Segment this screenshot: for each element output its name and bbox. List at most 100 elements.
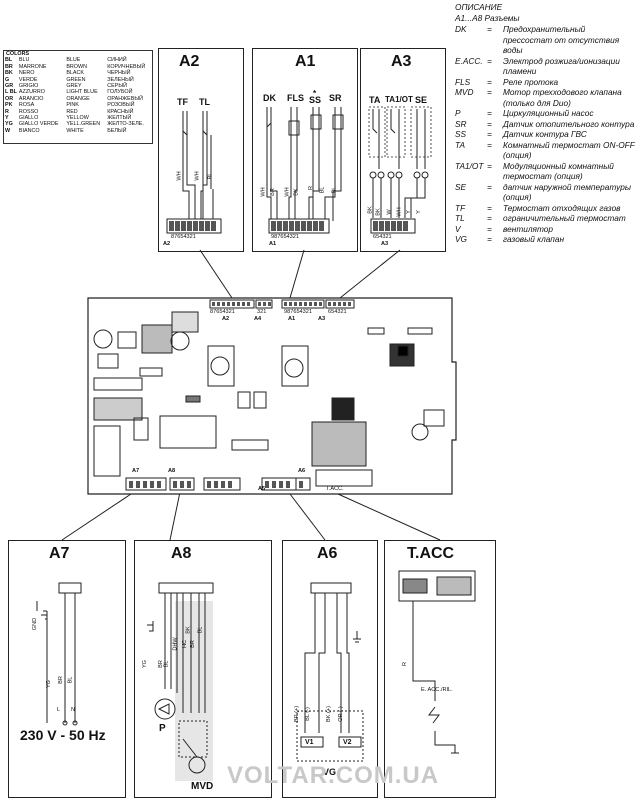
box-a2-title: A2 bbox=[179, 53, 200, 70]
box-a7-title: A7 bbox=[49, 545, 70, 562]
legend-item: SE=датчик наружной температуры (опция) bbox=[455, 182, 635, 203]
color-cell: Y bbox=[5, 115, 9, 122]
a6-wire-brp: BR (+) bbox=[294, 705, 301, 723]
a1-tag: A1 bbox=[269, 241, 277, 247]
board-label-tacc: T.ACC. bbox=[326, 486, 344, 492]
color-cell: ОРАНЖЕВЫЙ bbox=[107, 95, 143, 102]
legend-eq: = bbox=[487, 76, 492, 87]
a8-wire-hc: HC bbox=[182, 639, 189, 649]
color-cell: ORANGE bbox=[66, 95, 90, 102]
color-cell: ЖЕЛТО-ЗЕЛЕ. bbox=[107, 121, 144, 128]
board-label-a6: A6 bbox=[298, 468, 306, 474]
label-ta: TA bbox=[369, 95, 381, 105]
box-a3-title: A3 bbox=[391, 53, 412, 70]
a8-wire-yg: YG bbox=[142, 659, 149, 669]
a8-wiring bbox=[147, 582, 214, 781]
legend-desc: Датчик отопительного контура bbox=[503, 118, 635, 129]
board-pins-a1: 987654321 bbox=[284, 309, 312, 315]
legend-subtitle: A1...A8 Разъемы bbox=[455, 13, 520, 23]
color-cell: ROSSO bbox=[18, 108, 39, 115]
a8-wire-bl2: BL bbox=[197, 626, 204, 634]
a7-term-l: L bbox=[57, 707, 61, 713]
color-cell: BLU bbox=[18, 57, 30, 64]
label-tl: TL bbox=[199, 97, 210, 107]
color-cell: BIANCO bbox=[18, 127, 40, 134]
box-a2: A2 TF TL WH WH BL 87654321 A2 bbox=[158, 48, 244, 252]
legend-desc: Электрод розжига/ионизации пламени bbox=[503, 55, 620, 77]
a6-wire-orm: OR (-) bbox=[337, 706, 344, 722]
label-sr: SR bbox=[329, 93, 342, 103]
a8-wire-dhw: DHW bbox=[172, 637, 179, 651]
legend-eq: = bbox=[487, 139, 492, 150]
box-tacc: T.ACC R E. ACC./RIL. bbox=[384, 540, 496, 798]
color-cell: BLUE bbox=[66, 57, 81, 64]
label-fls: FLS bbox=[287, 93, 304, 103]
a3-wiring bbox=[368, 106, 432, 234]
a6-wiring bbox=[296, 582, 364, 762]
box-a1: A1 DK FLS * SS SR WH BR WH BK R BL BL 98… bbox=[252, 48, 358, 252]
legend-key: P bbox=[455, 108, 461, 118]
a7-wiring bbox=[36, 582, 82, 726]
color-cell: R bbox=[5, 108, 9, 115]
legend-item: V=вентилятор bbox=[455, 224, 635, 235]
legend-title: ОПИСАНИЕ bbox=[455, 2, 503, 12]
color-cell: PK bbox=[5, 102, 13, 109]
legend-item: VG=газовый клапан bbox=[455, 234, 635, 245]
legend-key: SR bbox=[455, 118, 467, 129]
legend-eq: = bbox=[487, 234, 492, 244]
a1-wiring bbox=[266, 107, 344, 234]
color-cell: G bbox=[5, 76, 10, 83]
board-label-a1: A1 bbox=[288, 316, 296, 322]
color-cell: ROSA bbox=[18, 102, 35, 109]
a7-voltage: 230 V - 50 Hz bbox=[20, 727, 106, 743]
color-cell: OR bbox=[5, 95, 14, 102]
legend-key: TA bbox=[455, 139, 465, 150]
a3-pins: 654321 bbox=[373, 234, 392, 240]
color-cell: GIALLO VERDE bbox=[18, 121, 59, 128]
box-a3: A3 TA TA1/OT SE BK BK W WH Y Y 654321 A3 bbox=[360, 48, 446, 252]
color-cell: RED bbox=[66, 108, 78, 115]
legend-item: SR=Датчик отопительного контура bbox=[455, 119, 635, 130]
box-a8-title: A8 bbox=[171, 545, 192, 562]
color-cell: AZZURRO bbox=[18, 89, 45, 96]
legend-desc: ограничительный термостат bbox=[503, 213, 626, 223]
legend-desc: Модуляционный комнатный термостат (опция… bbox=[503, 160, 614, 182]
legend-eq: = bbox=[487, 202, 492, 213]
legend-item: DK=Предохранительный прессостат от отсут… bbox=[455, 24, 635, 56]
a6-v2: V2 bbox=[343, 739, 352, 746]
label-ss: SS bbox=[309, 95, 322, 105]
legend-key: V bbox=[455, 223, 461, 234]
a6-v1: V1 bbox=[305, 739, 314, 746]
color-cell: БЕЛЫЙ bbox=[107, 127, 127, 134]
a7-gnd: GND bbox=[32, 617, 39, 631]
legend-eq: = bbox=[487, 223, 492, 234]
legend-eq: = bbox=[487, 160, 492, 171]
color-cell: WHITE bbox=[66, 127, 84, 134]
label-dk: DK bbox=[263, 93, 276, 103]
box-a6: A6 BR (+) BL (-) BK (+) OR (-) V1 V2 VG bbox=[282, 540, 378, 798]
board-label-a4: A4 bbox=[254, 316, 262, 322]
legend-item: E.ACC.=Электрод розжига/ионизации пламен… bbox=[455, 56, 635, 77]
color-cell: BK bbox=[5, 70, 13, 77]
color-cell: GREY bbox=[66, 83, 82, 90]
legend-key: VG bbox=[455, 234, 467, 244]
legend-key: SE bbox=[455, 181, 467, 192]
label-se: SE bbox=[415, 95, 428, 105]
board-label-a2: A2 bbox=[222, 316, 230, 322]
color-cell: YELL.GREEN bbox=[66, 121, 101, 128]
color-cell: ГОЛУБОЙ bbox=[107, 89, 133, 96]
label-ta1ot: TA1/OT bbox=[385, 95, 413, 104]
board-label-a7: A7 bbox=[132, 468, 140, 474]
legend-key: MVD bbox=[455, 87, 474, 97]
legend-desc: Комнатный термостат ON-OFF (опция) bbox=[503, 139, 635, 161]
board-pins-a4: 321 bbox=[257, 309, 267, 315]
